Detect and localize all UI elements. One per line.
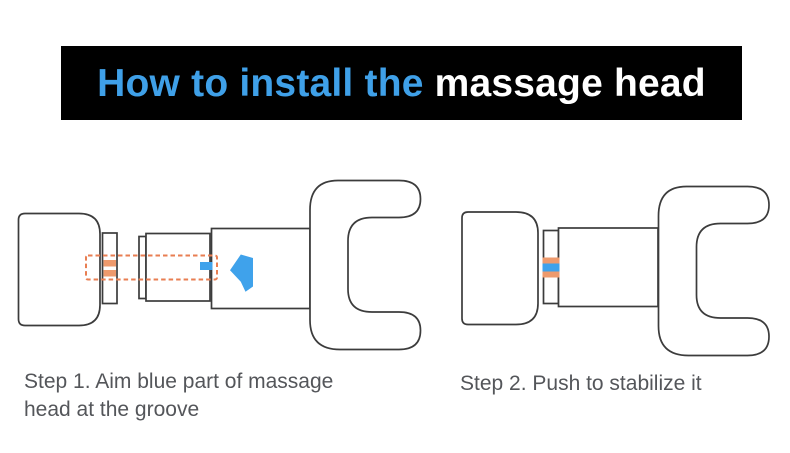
gun-handle bbox=[657, 185, 770, 357]
groove-stripe-bottom bbox=[103, 270, 116, 277]
blue-part-tab bbox=[200, 262, 213, 270]
title-highlight: How to install the bbox=[97, 61, 424, 105]
title-banner: How to install the massage head bbox=[61, 46, 742, 120]
step2-caption-line1: Step 2. Push to stabilize it bbox=[460, 372, 702, 395]
title-rest: massage head bbox=[434, 61, 706, 105]
step1-caption: Step 1. Aim blue part of massage head at… bbox=[24, 368, 333, 424]
gun-body bbox=[557, 227, 659, 308]
step1-diagram bbox=[17, 179, 422, 351]
step2-caption: Step 2. Push to stabilize it bbox=[460, 370, 702, 398]
connector-shaft bbox=[145, 232, 211, 302]
step1-caption-line1: Step 1. Aim blue part of massage bbox=[24, 370, 334, 393]
groove-stripe-top bbox=[103, 260, 116, 267]
left-arrow-icon bbox=[230, 254, 253, 292]
massage-head-outline bbox=[461, 211, 539, 326]
groove-highlight-box bbox=[85, 254, 218, 281]
groove-stripe-top bbox=[542, 257, 560, 264]
step2-diagram bbox=[461, 185, 770, 357]
connector-ring bbox=[138, 235, 147, 300]
gun-handle bbox=[309, 179, 422, 351]
gun-body bbox=[210, 227, 311, 310]
blue-part-locked bbox=[542, 263, 560, 272]
groove-stripe-bottom bbox=[542, 271, 560, 278]
step1-caption-line2: head at the groove bbox=[24, 398, 200, 421]
head-collar bbox=[101, 232, 118, 305]
massage-head-outline bbox=[17, 212, 101, 327]
